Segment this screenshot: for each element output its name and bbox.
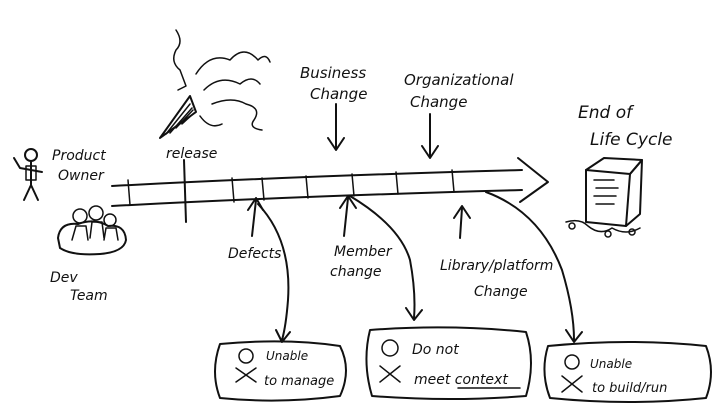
org-change-label-line1: Organizational xyxy=(404,71,514,89)
outcome-label-line2: to manage xyxy=(264,374,334,389)
defects-arrow xyxy=(247,197,264,237)
outcome-label-line1: Unable xyxy=(266,349,308,363)
business-change-arrow xyxy=(327,103,345,151)
outcome-unable-to-manage: Unable to manage xyxy=(214,340,347,402)
member-change-label-line2: change xyxy=(330,264,382,280)
skull-crossbones-icon xyxy=(379,339,401,383)
outcome-label-line1: Do not xyxy=(412,342,459,358)
branch-to-unable-to-build xyxy=(485,191,583,343)
outcome-unable-to-build-run: Unable to build/run xyxy=(543,341,712,403)
branch-to-do-not-meet-context xyxy=(349,195,423,321)
skull-crossbones-icon xyxy=(235,348,257,383)
dev-team-label-line2: Team xyxy=(70,288,108,304)
skull-crossbones-icon xyxy=(561,354,583,393)
dev-team-label-line1: Dev xyxy=(50,270,78,286)
end-of-life-label-line2: Life Cycle xyxy=(590,130,673,150)
outcome-label-line2: meet context xyxy=(414,372,508,388)
org-change-label-line2: Change xyxy=(410,93,467,111)
business-change-label-line2: Change xyxy=(310,85,367,103)
release-label: release xyxy=(166,146,217,162)
product-owner-label-line1: Product xyxy=(52,148,106,164)
library-change-arrow xyxy=(453,205,471,239)
outcome-label-line2: to build/run xyxy=(592,381,667,396)
library-change-label-line2: Change xyxy=(474,284,528,300)
branch-to-unable-to-manage xyxy=(257,203,291,343)
library-change-label-line1: Library/platform xyxy=(440,258,553,274)
product-owner-figure-icon xyxy=(13,148,43,201)
product-owner-label-line2: Owner xyxy=(58,168,105,184)
outcome-do-not-meet-context: Do not meet context xyxy=(365,326,532,400)
member-change-label-line1: Member xyxy=(334,244,393,260)
defects-label: Defects xyxy=(228,246,281,262)
timeline-arrow xyxy=(111,157,549,223)
release-rocket-icon xyxy=(159,29,271,139)
outcome-label-line1: Unable xyxy=(590,357,632,371)
business-change-label-line1: Business xyxy=(300,64,366,82)
end-of-life-label-line1: End of xyxy=(578,103,635,123)
dev-team-group-icon xyxy=(57,205,127,256)
org-change-arrow xyxy=(421,113,439,159)
member-change-arrow xyxy=(339,195,357,237)
server-junk-icon xyxy=(565,157,643,238)
